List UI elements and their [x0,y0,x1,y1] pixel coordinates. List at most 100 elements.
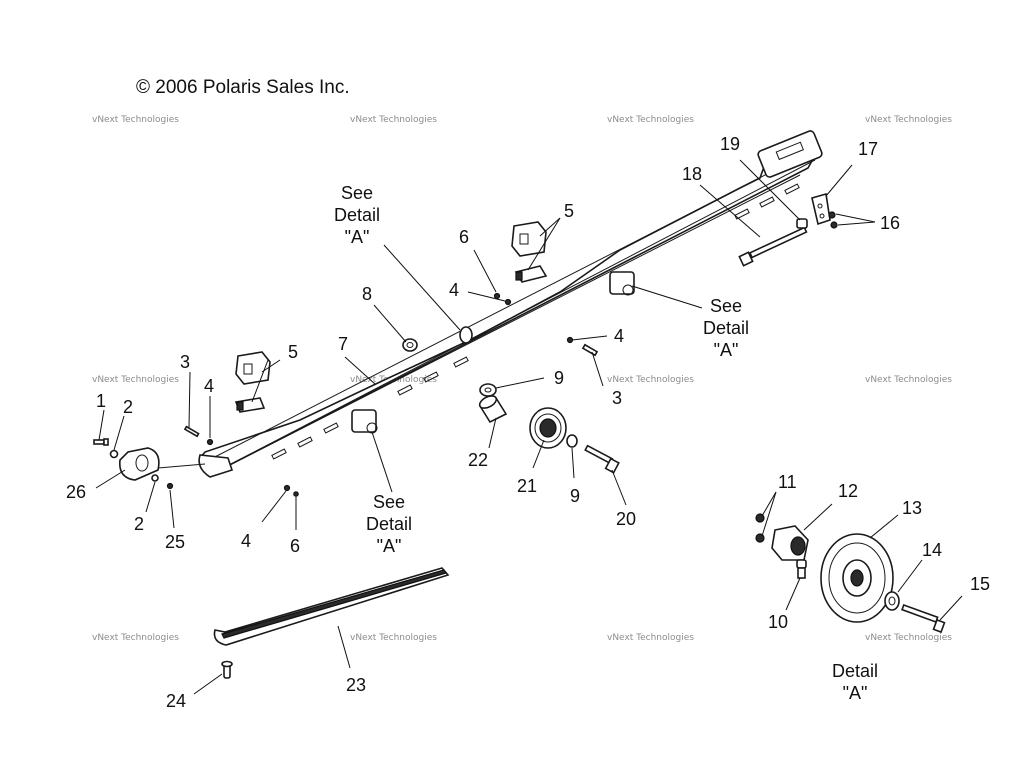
bolt-10 [796,559,807,579]
shock-mount-block-5-right [511,221,548,283]
nut-16-a [828,211,836,219]
washer-2-lower [151,474,159,482]
callout-25: 25 [165,532,185,552]
shock-mount-block-5-left [234,351,271,413]
callout-5: 5 [288,342,298,362]
see-detail-line: See [373,492,405,512]
detail-title-line: "A" [843,683,868,703]
callout-6: 6 [290,536,300,556]
axle-mount-12 [771,525,809,561]
callout-3: 3 [180,352,190,372]
nut-6-upper [493,292,501,300]
callout-8: 8 [362,284,372,304]
nut-4-left [206,438,214,446]
slide-rail [198,130,823,478]
callout-4: 4 [204,376,214,396]
callout-20: 20 [616,509,636,529]
washer-9-lower [566,434,578,448]
bolt-15 [901,603,946,634]
nut-4-bottom [283,484,291,492]
bushing-22 [478,395,508,424]
callout-24: 24 [166,691,186,711]
copyright-notice: © 2006 Polaris Sales Inc. [136,77,350,98]
screw-24 [221,660,233,679]
detail-a-assembly [755,513,946,634]
callout-9: 9 [570,486,580,506]
callout-11: 11 [778,472,797,492]
callout-2: 2 [123,397,133,417]
see-detail-label-top: See Detail "A" [334,183,380,247]
callout-4: 4 [614,326,624,346]
callout-3: 3 [612,388,622,408]
callout-16: 16 [880,213,900,233]
see-detail-line: "A" [714,340,739,360]
watermark: vNext Technologies [607,633,694,643]
spacer-8 [402,338,418,352]
callout-4: 4 [241,531,251,551]
callout-10: 10 [768,612,788,632]
tip-attach-line [157,463,206,469]
washer-14 [884,591,900,611]
callout-13: 13 [902,498,922,518]
callout-26: 26 [66,482,86,502]
detail-title-line: Detail [832,661,878,681]
callout-19: 19 [720,134,740,154]
see-detail-line: "A" [377,536,402,556]
watermark: vNext Technologies [92,375,179,385]
callout-14: 14 [922,540,942,560]
callout-17: 17 [858,139,878,159]
washer-2-upper [109,449,119,459]
callout-1: 1 [96,391,106,411]
bolt-18 [738,226,808,267]
callout-labels: 1 2 2 3 3 4 4 4 4 5 5 6 6 7 8 9 9 10 11 … [66,134,990,711]
watermark: vNext Technologies [92,633,179,643]
bracket-17 [811,192,831,226]
callout-7: 7 [338,334,348,354]
washer-9-upper [479,383,497,397]
bolt-3-right [581,343,599,357]
see-detail-line: See [710,296,742,316]
callout-12: 12 [838,481,858,501]
callout-4: 4 [449,280,459,300]
see-detail-label-bottom: See Detail "A" [366,492,412,556]
idler-wheel-21 [529,407,567,449]
watermark: vNext Technologies [865,633,952,643]
callout-9: 9 [554,368,564,388]
callout-6: 6 [459,227,469,247]
callout-18: 18 [682,164,702,184]
nut-25 [166,482,174,490]
see-detail-line: "A" [345,227,370,247]
watermark: vNext Technologies [92,115,179,125]
wheel-13 [820,533,894,623]
see-detail-line: See [341,183,373,203]
nut-6-bottom [293,491,299,497]
callout-22: 22 [468,450,488,470]
callout-5: 5 [564,201,574,221]
nut-4-upper [504,298,512,306]
watermark: vNext Technologies [350,115,437,125]
callout-15: 15 [970,574,990,594]
nut-19 [796,218,808,229]
see-detail-line: Detail [366,514,412,534]
watermark: vNext Technologies [865,115,952,125]
nut-16-b [830,221,838,229]
nut-4-right [566,336,574,344]
detail-a-title: Detail "A" [832,661,878,703]
see-detail-label-right: See Detail "A" [703,296,749,360]
watermark: vNext Technologies [607,375,694,385]
callout-23: 23 [346,675,366,695]
callout-21: 21 [517,476,537,496]
see-detail-line: Detail [703,318,749,338]
watermark: vNext Technologies [865,375,952,385]
see-detail-line: Detail [334,205,380,225]
watermark: vNext Technologies [607,115,694,125]
bolt-3-left [183,425,200,438]
callout-2: 2 [134,514,144,534]
leader-lines [95,159,963,695]
bolt-20 [584,444,620,474]
nut-11-b [755,533,765,543]
fastener-1 [93,438,109,446]
rail-tip-26 [118,447,160,481]
